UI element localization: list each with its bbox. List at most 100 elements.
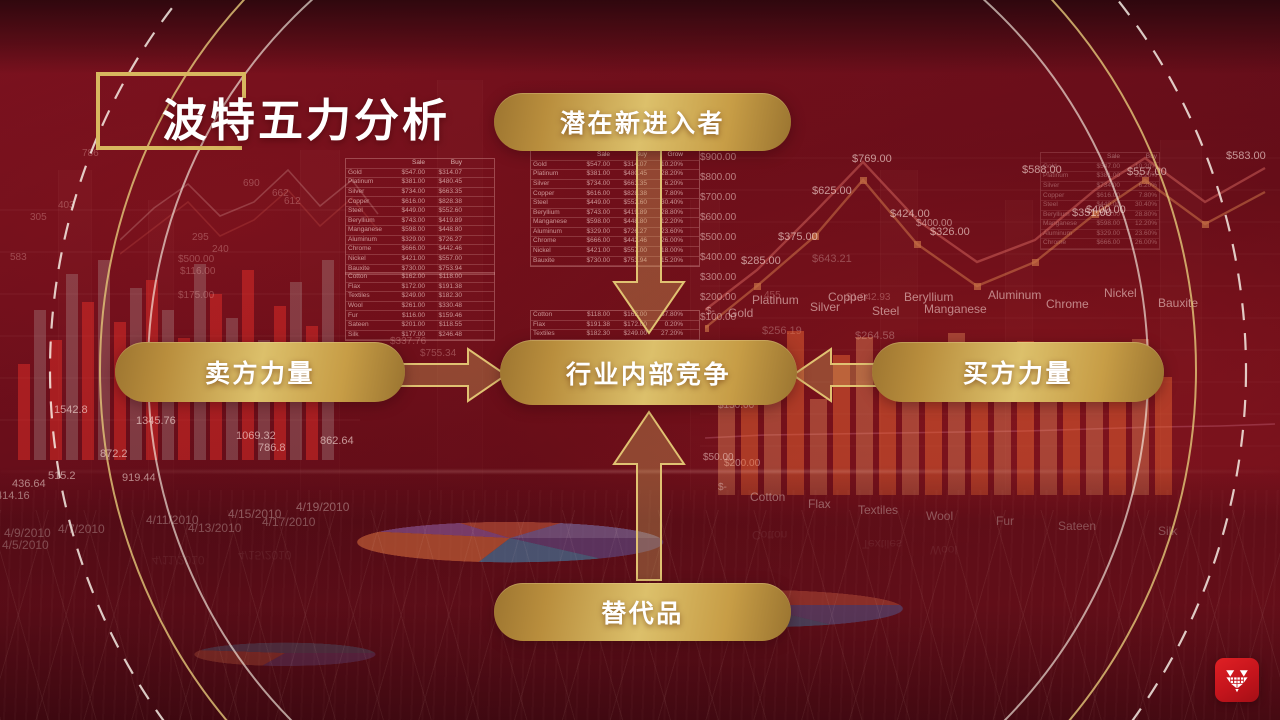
bg-category-label: 4/15/2010: [228, 507, 282, 521]
bg-category-label: 4/11/2010: [146, 513, 199, 527]
title-bracket-topbar: [96, 72, 242, 76]
bg-category-label: Wool: [926, 509, 954, 523]
row-name: Fur: [348, 311, 358, 319]
left-gridlines: [0, 190, 360, 480]
row-name: Gold: [348, 168, 362, 176]
bg-misc-label: $116.00: [180, 266, 216, 277]
bg-category-label: 4/19/2010: [296, 500, 350, 514]
bg-category-label: Bauxite: [1158, 296, 1199, 310]
bg-category-label: Steel: [872, 304, 900, 318]
bg-category-label: Sateen: [1058, 519, 1097, 533]
axis-tick: $200.00: [724, 458, 761, 469]
bg-category-label: Gold: [728, 306, 754, 320]
bg-value-label: $285.00: [741, 255, 781, 267]
row-name: Manganese: [348, 226, 382, 234]
bg-misc-label: $500.00: [178, 254, 215, 265]
axis-tick: $300.00: [700, 272, 737, 283]
bg-value-label: 1542.8: [54, 404, 88, 416]
bg-value-label: $424.00: [890, 208, 930, 220]
axis-tick: $500.00: [700, 232, 737, 243]
floor-pie-chart-small: [182, 642, 388, 667]
bg-misc-label: 455: [764, 290, 781, 301]
bg-category-label: Platinum: [752, 293, 799, 307]
node-label: 卖方力量: [204, 360, 315, 388]
axis-tick: $50.00: [703, 452, 734, 463]
row-name: Beryllium: [348, 216, 375, 224]
row-name: Sateen: [348, 321, 369, 329]
bg-category-label: Flax: [808, 497, 831, 511]
axis-tick: $-: [718, 482, 727, 493]
bg-category-label-reflection: Textiles: [862, 537, 903, 551]
row-name: Cotton: [348, 273, 368, 281]
bg-value-label: 414.16: [0, 490, 30, 502]
bg-value-label: 436.64: [12, 478, 46, 490]
axis-tick: $800.00: [700, 172, 737, 183]
ceiling-gradient: [0, 0, 1280, 74]
row-name: Flax: [348, 282, 361, 290]
bg-category-label-reflection: 4/15/2010: [238, 548, 292, 562]
bg-misc-label: 295: [192, 232, 209, 243]
left-line-chart: [119, 150, 380, 285]
bg-category-label: Beryllium: [904, 290, 954, 304]
bg-category-label: 4/5/2010: [2, 538, 49, 552]
bg-category-label: 4/17/2010: [262, 515, 316, 529]
bg-category-label: Silk: [1158, 524, 1178, 538]
bg-category-label: 4/7/2010: [58, 522, 105, 536]
row-name: Platinum: [348, 178, 374, 186]
bg-category-label-reflection: Cotton: [752, 528, 788, 542]
node-label: 替代品: [601, 600, 684, 628]
bg-category-label: 4/9/2010: [4, 526, 51, 540]
arrow-seller-to-center: [395, 347, 508, 403]
bg-category-label-reflection: Wool: [930, 543, 958, 557]
node-substitutes[interactable]: 替代品: [494, 583, 791, 641]
node-industry-competition[interactable]: 行业内部竞争: [500, 340, 797, 405]
bg-value-label: 1345.76: [136, 415, 176, 427]
axis-tick: $700.00: [700, 192, 737, 203]
bg-value-label: $351.00: [1072, 207, 1112, 219]
right-line-chart: [702, 150, 1280, 465]
bg-category-label-reflection: 4/11/2010: [152, 553, 205, 567]
row-name: Silk: [348, 330, 359, 338]
bg-value-label: $256.19: [762, 325, 802, 337]
bg-value-label: $769.00: [852, 153, 892, 165]
bg-category-label: Chrome: [1046, 297, 1089, 311]
bg-value-label: $588.00: [1022, 164, 1062, 176]
bg-misc-label: $337.76: [390, 336, 427, 347]
node-label: 行业内部竞争: [565, 360, 731, 389]
row-name: Nickel: [348, 255, 366, 263]
bg-value-label: $625.00: [812, 185, 852, 197]
row-name: Copper: [348, 197, 370, 205]
node-seller-power[interactable]: 卖方力量: [115, 342, 405, 402]
right-gridlines: [700, 150, 1280, 480]
bg-misc-label: 403: [58, 200, 75, 211]
node-potential-new-entrants[interactable]: 潜在新进入者: [494, 93, 791, 151]
page-title: 波特五力分析: [162, 95, 451, 146]
row-name: Textiles: [348, 292, 370, 300]
bg-misc-label: 305: [30, 212, 47, 223]
bg-value-label: $264.58: [855, 330, 895, 342]
bg-category-label: Textiles: [858, 503, 899, 517]
heart-lattice-icon: [1226, 670, 1248, 693]
bg-category-label: Copper: [828, 290, 868, 304]
bg-category-label: Nickel: [1104, 286, 1137, 300]
bg-value-label: 786.8: [258, 442, 286, 454]
row-name: Bauxite: [348, 264, 370, 272]
bg-value-label: $583.00: [1226, 150, 1266, 162]
bg-value-label: $375.00: [778, 231, 818, 243]
arrow-entrants-to-center: [612, 149, 686, 335]
bg-category-label: Cotton: [750, 490, 786, 504]
axis-tick: $100.00: [700, 312, 737, 323]
bg-misc-label: $1,042.93: [846, 292, 891, 303]
bg-value-label: 872.2: [100, 448, 128, 460]
bg-value-label: $326.00: [930, 226, 970, 238]
node-buyer-power[interactable]: 买方力量: [872, 342, 1164, 402]
bg-category-label: 4/13/2010: [188, 521, 242, 535]
bg-category-label: Manganese: [924, 302, 987, 316]
bg-misc-label: 612: [284, 196, 301, 207]
bg-value-label: 1069.32: [236, 430, 276, 442]
brand-logo[interactable]: [1215, 658, 1259, 702]
axis-tick: $900.00: [700, 152, 737, 163]
